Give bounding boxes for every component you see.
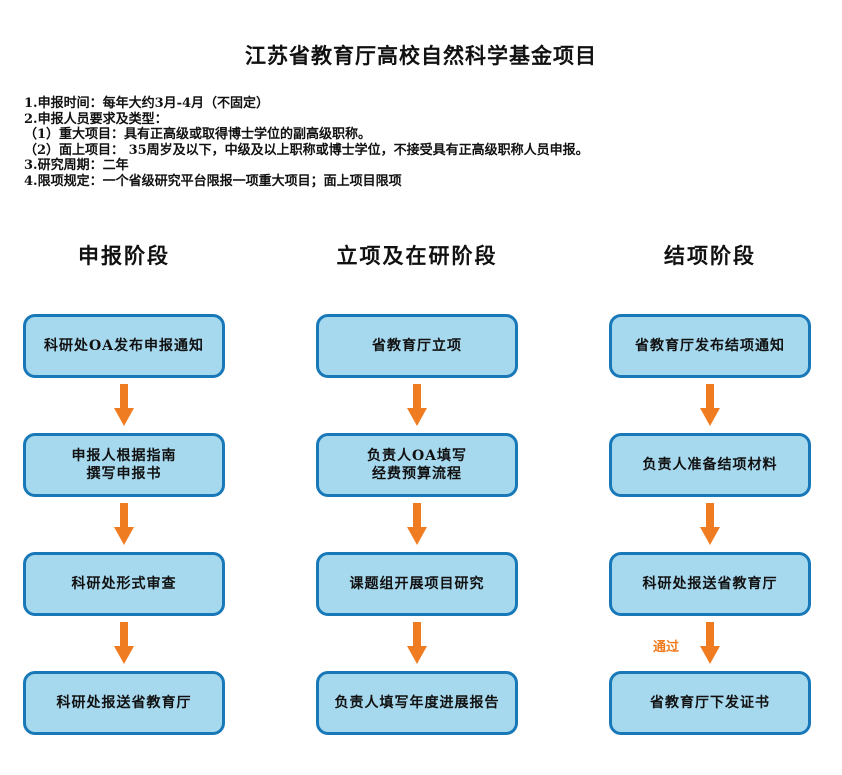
arrow-down-icon	[114, 503, 134, 545]
note-line: 3.研究周期：二年	[24, 158, 129, 173]
note-line: 4.限项规定：一个省级研究平台限报一项重大项目；面上项目限项	[24, 173, 402, 189]
pass-label: 通过	[653, 640, 680, 655]
arrow-down-icon	[700, 622, 720, 664]
step-box: 科研处形式审查	[23, 552, 225, 616]
note-line: 2.申报人员要求及类型：	[24, 111, 168, 127]
page-title: 江苏省教育厅高校自然科学基金项目	[245, 43, 597, 68]
notes: 1.申报时间：每年大约3月-4月（不固定） 2.申报人员要求及类型： （1）重大…	[24, 96, 589, 189]
step-box: 科研处OA发布申报通知	[23, 314, 225, 378]
stage-title: 结项阶段	[664, 243, 756, 268]
stage-title: 立项及在研阶段	[336, 243, 498, 268]
arrow-down-icon	[700, 384, 720, 426]
step-box: 科研处报送省教育厅	[23, 671, 225, 735]
step-box: 负责人填写年度进展报告	[316, 671, 518, 735]
step-box: 课题组开展项目研究	[316, 552, 518, 616]
step-box: 申报人根据指南 撰写申报书	[23, 433, 225, 497]
step-box: 负责人OA填写 经费预算流程	[316, 433, 518, 497]
note-line: （1）重大项目：具有正高级或取得博士学位的副高级职称。	[24, 127, 372, 142]
step-box: 省教育厅下发证书	[609, 671, 811, 735]
arrow-down-icon	[407, 384, 427, 426]
arrow-down-icon	[407, 503, 427, 545]
step-box: 科研处报送省教育厅	[609, 552, 811, 616]
step-box: 负责人准备结项材料	[609, 433, 811, 497]
note-line: （2）面上项目： 35周岁及以下，中级及以上职称或博士学位，不接受具有正高级职称…	[24, 142, 589, 158]
step-box: 省教育厅立项	[316, 314, 518, 378]
stage-title: 申报阶段	[78, 243, 170, 268]
arrow-down-icon	[700, 503, 720, 545]
arrow-down-icon	[114, 622, 134, 664]
arrow-down-icon	[407, 622, 427, 664]
arrow-down-icon	[114, 384, 134, 426]
note-line: 1.申报时间：每年大约3月-4月（不固定）	[24, 96, 270, 111]
step-box: 省教育厅发布结项通知	[609, 314, 811, 378]
